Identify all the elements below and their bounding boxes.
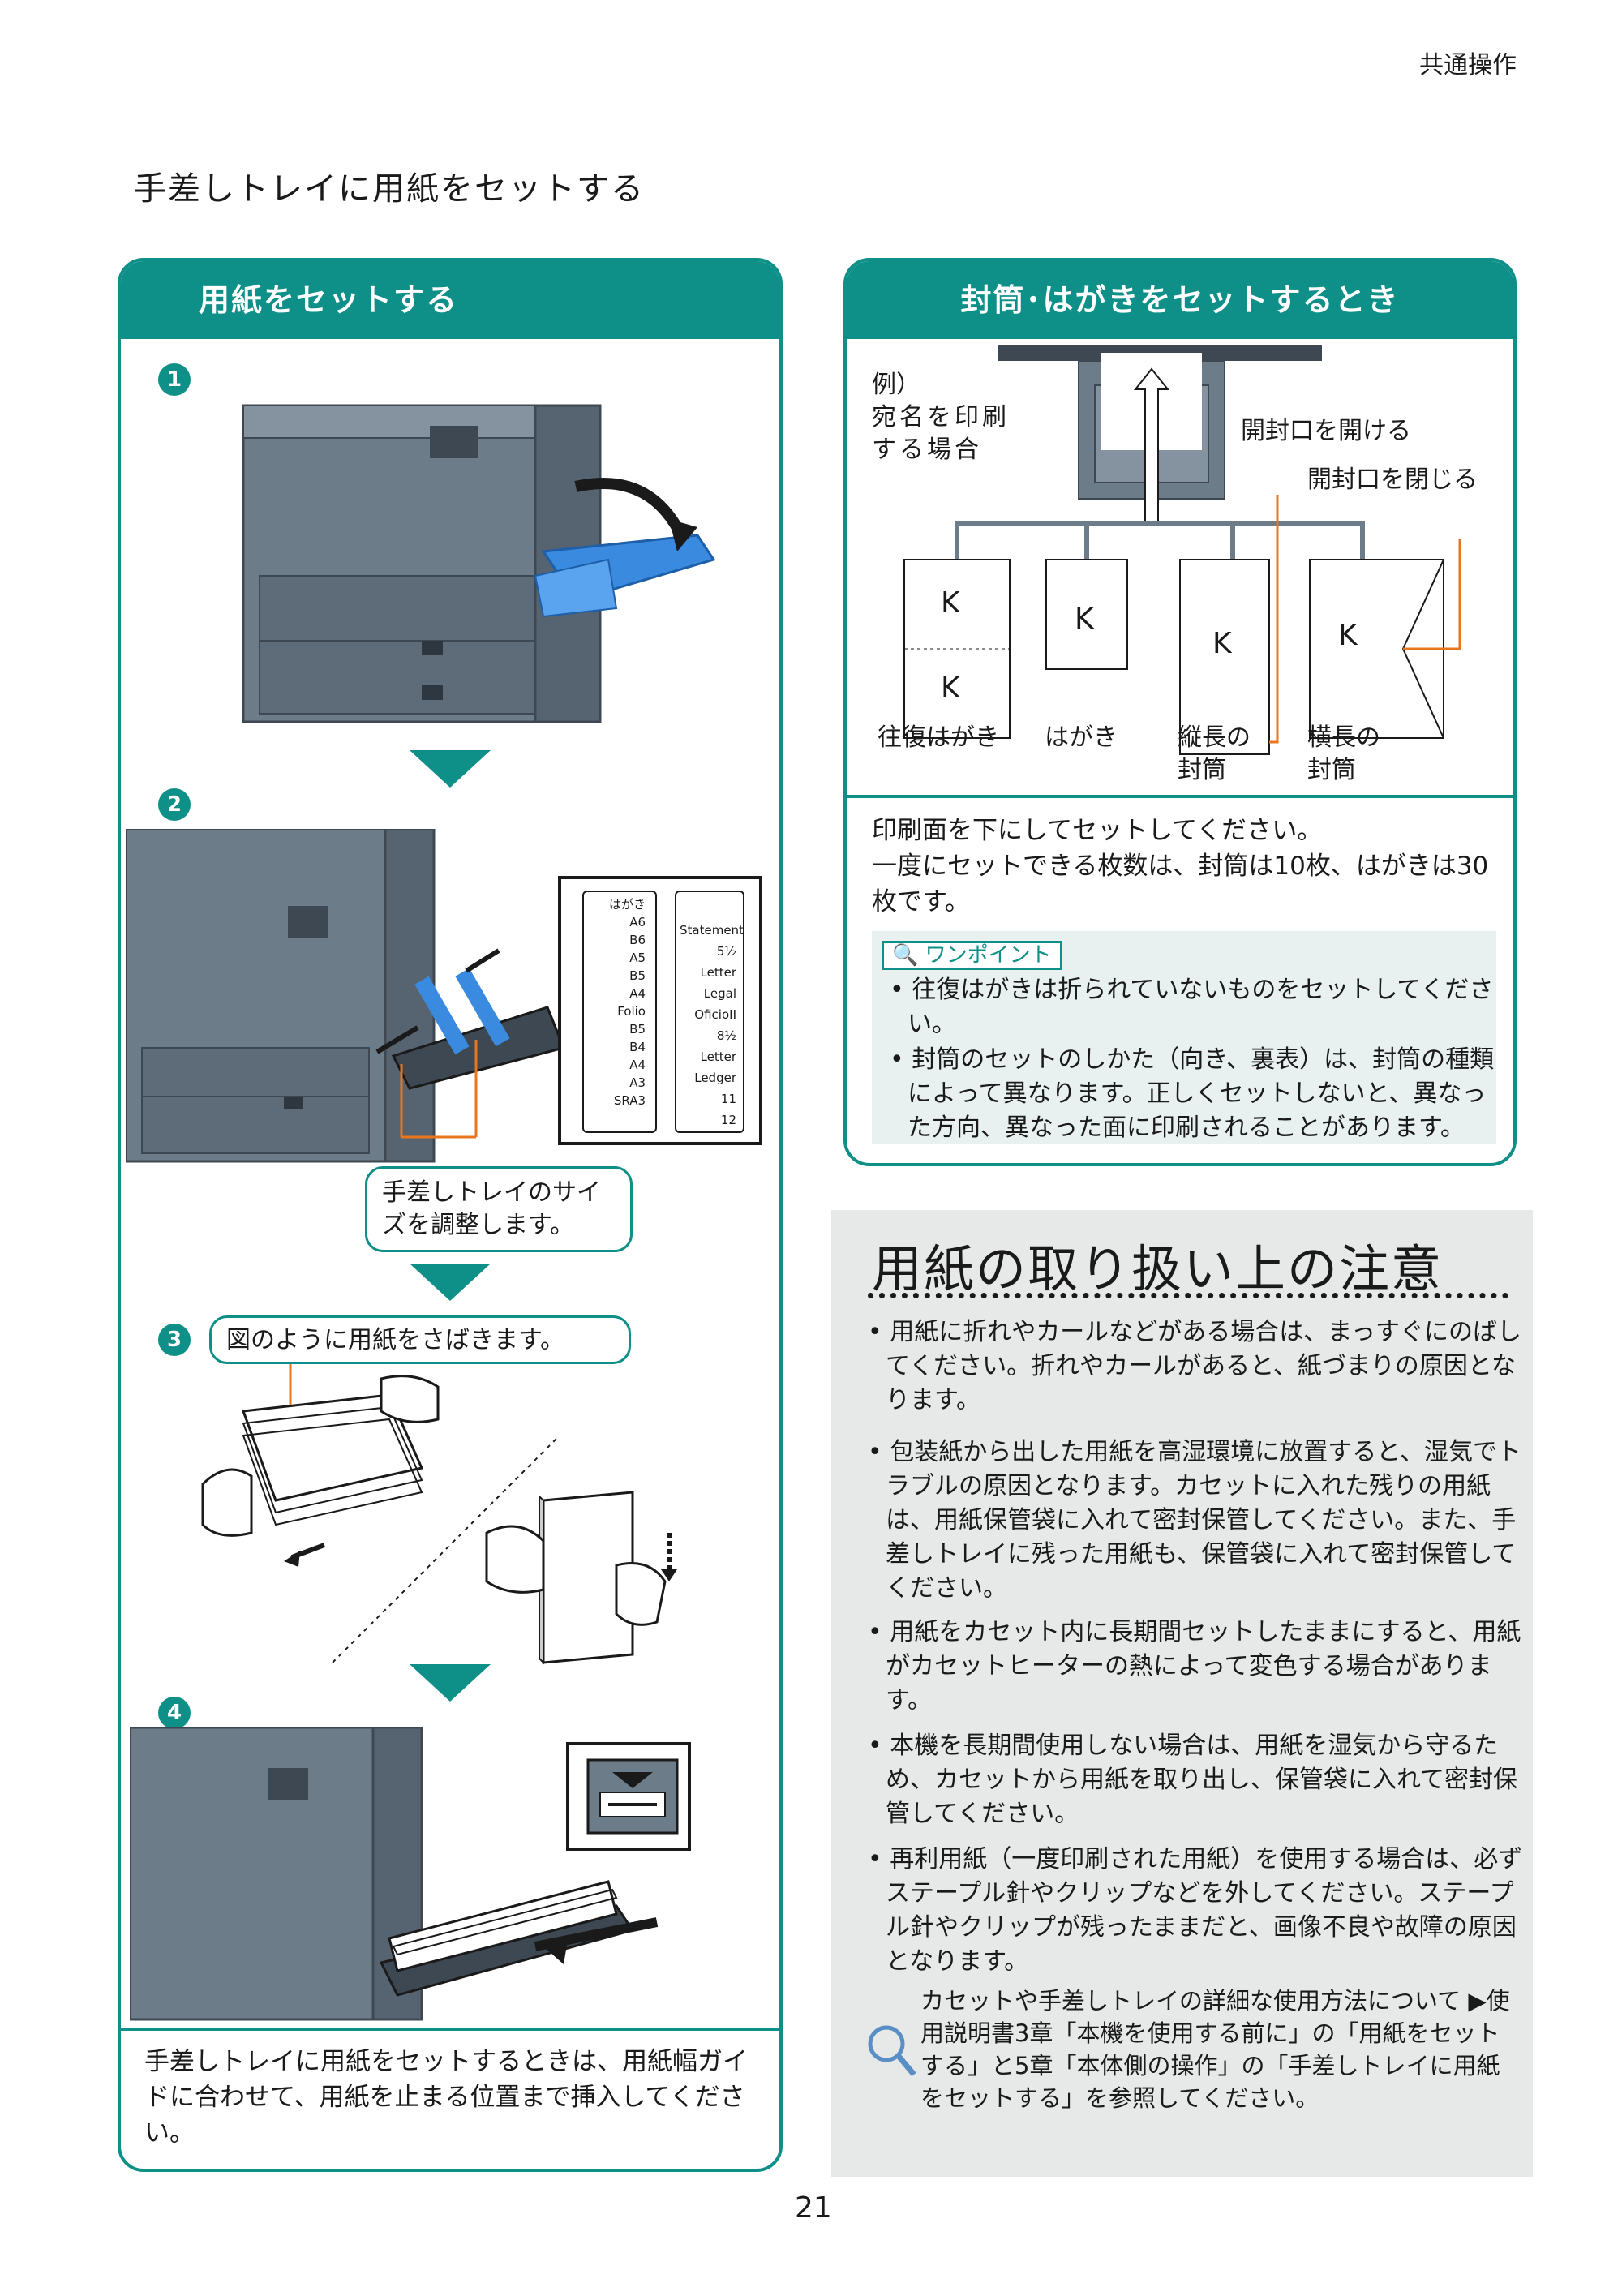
size-label: B5 [629, 1022, 646, 1036]
svg-text:K: K [941, 586, 961, 620]
size-labels-right: Statement 5½ Letter Legal OficioII 8½ Le… [680, 920, 744, 1131]
tray-guide-illustration [126, 829, 564, 1163]
open-flap-label: 開封口を開ける [1241, 417, 1411, 445]
section-label: 共通操作 [1419, 51, 1517, 79]
size-label: Letter [700, 965, 736, 980]
instruction-text: 印刷面を下にしてセットしてください。 一度にセットできる枚数は、封筒は10枚、は… [872, 813, 1496, 920]
load-paper-illustration [130, 1727, 691, 2021]
step-badge-1: 1 [158, 363, 191, 396]
size-label: OficioII [694, 1007, 736, 1022]
caution-bullet: • 包装紙から出した用紙を高湿環境に放置すると、湿気でトラブルの原因となります。… [868, 1438, 1522, 1603]
size-guide-box: はがき A6 B6 A5 B5 A4 Folio B5 B4 A4 A3 SRA… [558, 876, 762, 1145]
size-label: A4 [629, 986, 646, 1001]
size-label: B5 [629, 968, 646, 983]
one-point-tag: 🔍 ワンポイント [882, 941, 1062, 970]
size-label: A3 [629, 1075, 646, 1090]
instruction-1: 印刷面を下にしてセットしてください。 [872, 816, 1323, 845]
item-label: 往復はがき [878, 723, 999, 752]
caution-bullet: • 再利用紙（一度印刷された用紙）を使用する場合は、必ずステープル針やクリップな… [868, 1845, 1523, 1976]
one-point-label: ワンポイント [925, 943, 1052, 968]
size-guide-right-scale [675, 891, 744, 1133]
item-label: はがき [1045, 723, 1118, 752]
size-label: B4 [629, 1040, 646, 1054]
svg-text:K: K [1075, 603, 1095, 636]
size-labels-left: はがき A6 B6 A5 B5 A4 Folio B5 B4 A4 A3 SRA… [589, 895, 646, 1109]
step-arrow-3 [410, 1664, 491, 1702]
reference-text: カセットや手差しトレイの詳細な使用方法について ▶使用説明書3章「本機を使用する… [920, 1987, 1510, 2112]
size-label: A5 [629, 951, 646, 965]
caution-bullet: • 用紙に折れやカールなどがある場合は、まっすぐにのばしてください。折れやカール… [868, 1318, 1522, 1414]
callout-fan-paper: 図のように用紙をさばきます。 [209, 1315, 631, 1364]
size-label: B6 [629, 933, 646, 947]
one-point-bullet: • 封筒のセットのしかた（向き、裏表）は、封筒の種類によって異なります。正しくセ… [890, 1045, 1495, 1142]
right-divider [843, 795, 1517, 798]
step-badge-4: 4 [158, 1697, 191, 1729]
size-label: Legal [703, 986, 736, 1001]
item-label: 横長の封筒 [1307, 723, 1380, 784]
caution-divider [868, 1293, 1508, 1298]
step-arrow-2 [410, 1264, 491, 1301]
one-point-bullet: • 往復はがきは折られていないものをセットしてください。 [890, 976, 1494, 1038]
caution-title: 用紙の取り扱い上の注意 [872, 1239, 1444, 1298]
item-label: 縦長の封筒 [1178, 723, 1251, 784]
caution-bullet: • 本機を長期間使用しない場合は、用紙を湿気から守るため、カセットから用紙を取り… [868, 1732, 1518, 1828]
svg-text:K: K [1338, 619, 1358, 652]
callout-adjust-tray: 手差しトレイのサイズを調整します。 [365, 1166, 633, 1252]
step-badge-2: 2 [158, 788, 191, 821]
step4-divider [118, 2028, 783, 2031]
panel-title: 封筒･はがきをセットするとき [847, 261, 1513, 339]
paper-handling-caution: 用紙の取り扱い上の注意 • 用紙に折れやカールなどがある場合は、まっすぐにのばし… [831, 1210, 1533, 2177]
tray-open-illustration [242, 404, 716, 723]
page-number: 21 [795, 2191, 832, 2225]
size-label: Ledger [694, 1071, 736, 1085]
example-desc: 宛名を印刷する場合 [872, 403, 1010, 464]
size-label: Statement [680, 923, 744, 938]
envelope-postcard-diagram: K K K K K [903, 345, 1461, 755]
size-label: はがき [608, 897, 646, 912]
page-title: 手差しトレイに用紙をセットする [134, 170, 645, 208]
instruction-2: 一度にセットできる枚数は、封筒は10枚、はがきは30枚です。 [872, 852, 1489, 916]
svg-text:K: K [1212, 627, 1233, 660]
size-label: SRA3 [613, 1093, 646, 1108]
size-label: Folio [617, 1004, 646, 1019]
fan-paper-illustration [201, 1364, 677, 1665]
svg-text:K: K [941, 672, 961, 705]
size-label: 5½ [716, 944, 736, 959]
size-label: Letter [700, 1049, 736, 1064]
size-label: 11 [720, 1092, 736, 1106]
step-arrow-1 [410, 750, 491, 788]
loading-note: 手差しトレイに用紙をセットするときは、用紙幅ガイドに合わせて、用紙を止まる位置ま… [144, 2047, 748, 2148]
caution-bullet: • 用紙をカセット内に長期間セットしたままにすると、用紙がカセットヒーターの熱に… [868, 1618, 1521, 1714]
size-label: 8½ [716, 1028, 736, 1043]
example-label: 例） [872, 371, 920, 399]
panel-title: 用紙をセットする [121, 261, 779, 339]
size-label: A6 [629, 915, 646, 929]
step-badge-3: 3 [158, 1324, 191, 1356]
magnifier-icon [868, 2025, 916, 2077]
one-point-icon: 🔍 [892, 943, 919, 968]
size-label: A4 [629, 1058, 646, 1072]
size-label: 12 [720, 1113, 736, 1127]
one-point-box: 🔍 ワンポイント • 往復はがきは折られていないものをセットしてください。 • … [872, 931, 1496, 1144]
close-flap-label: 開封口を閉じる [1307, 466, 1478, 494]
size-guide-left-scale [582, 891, 657, 1133]
